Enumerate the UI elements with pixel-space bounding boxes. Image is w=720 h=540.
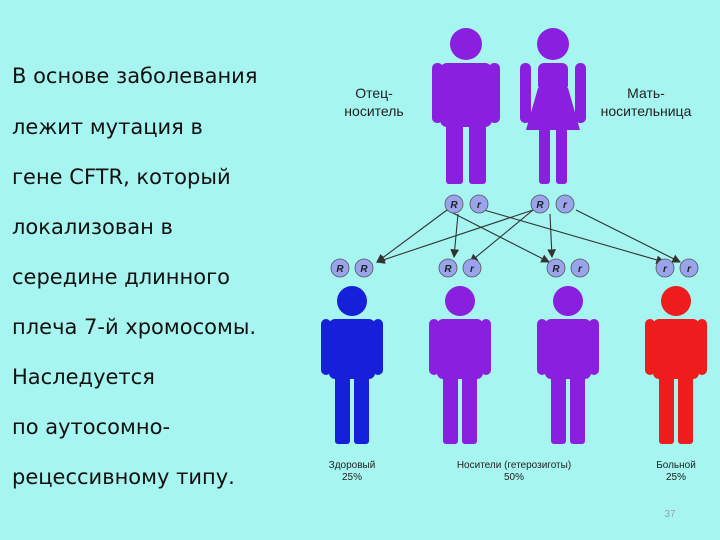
child-3-allele-1-label: R	[552, 264, 560, 275]
text-line-5: середине длинного	[12, 265, 230, 289]
child-1-allele-2	[354, 258, 374, 278]
mother-figure	[520, 28, 586, 184]
child-1-allele-2-label: R	[360, 264, 368, 275]
text-line-4: локализован в	[12, 215, 173, 239]
child-1-alleles: R R	[330, 258, 374, 278]
child-4-alleles: r r	[655, 258, 699, 278]
child-2-allele-2	[462, 258, 482, 278]
caption-carriers-line1: Носители (гетерозиготы)	[457, 460, 571, 471]
caption-healthy-line2: 25%	[342, 472, 362, 483]
text-line-1: В основе заболевания	[12, 64, 258, 88]
child-figure-carrier-2	[537, 286, 599, 444]
child-3-allele-1	[546, 258, 566, 278]
child-figure-carrier-1	[429, 286, 491, 444]
child-4-allele-1	[655, 258, 675, 278]
child-1-allele-1	[330, 258, 350, 278]
caption-carriers-line2: 50%	[504, 472, 524, 483]
child-2-alleles: R r	[438, 258, 482, 278]
father-allele-1	[444, 194, 464, 214]
text-line-6: плеча 7-й хромосомы.	[12, 315, 257, 339]
child-4-allele-2	[679, 258, 699, 278]
mother-label-line1: Мать-	[627, 85, 665, 101]
mother-allele-1	[530, 194, 550, 214]
father-label-line2: носитель	[344, 103, 403, 119]
child-1-allele-1-label: R	[336, 264, 344, 275]
father-figure	[432, 28, 500, 184]
child-4-allele-1-label: r	[663, 264, 668, 275]
child-3-allele-2	[570, 258, 590, 278]
child-2-allele-2-label: r	[470, 264, 475, 275]
text-line-7: Наследуется	[12, 365, 155, 389]
father-allele-2	[469, 194, 489, 214]
text-line-8: по аутосомно-	[12, 415, 171, 439]
text-line-2: лежит мутация в	[12, 115, 203, 139]
text-line-9: рецессивному типу.	[12, 465, 235, 489]
father-allele-1-label: R	[450, 200, 458, 211]
child-3-alleles: R r	[546, 258, 590, 278]
child-figure-healthy	[321, 286, 383, 444]
father-allele-2-label: r	[477, 200, 482, 211]
father-label-line1: Отец-	[355, 85, 393, 101]
caption-healthy-line1: Здоровый	[329, 460, 376, 471]
child-figure-sick	[645, 286, 707, 444]
inheritance-arrows	[375, 209, 681, 265]
mother-label-line2: носительница	[601, 103, 692, 119]
mother-alleles: R r	[530, 194, 575, 214]
child-2-allele-1-label: R	[444, 264, 452, 275]
father-alleles: R r	[444, 194, 489, 214]
caption-sick-line1: Больной	[656, 460, 696, 471]
text-line-3: гене CFTR, который	[12, 165, 231, 189]
caption-sick-line2: 25%	[666, 472, 686, 483]
child-2-allele-1	[438, 258, 458, 278]
mother-allele-2-label: r	[563, 200, 568, 211]
mother-allele-2	[555, 194, 575, 214]
child-4-allele-2-label: r	[687, 264, 692, 275]
mother-allele-1-label: R	[536, 200, 544, 211]
page-number: 37	[664, 509, 676, 520]
child-3-allele-2-label: r	[578, 264, 583, 275]
